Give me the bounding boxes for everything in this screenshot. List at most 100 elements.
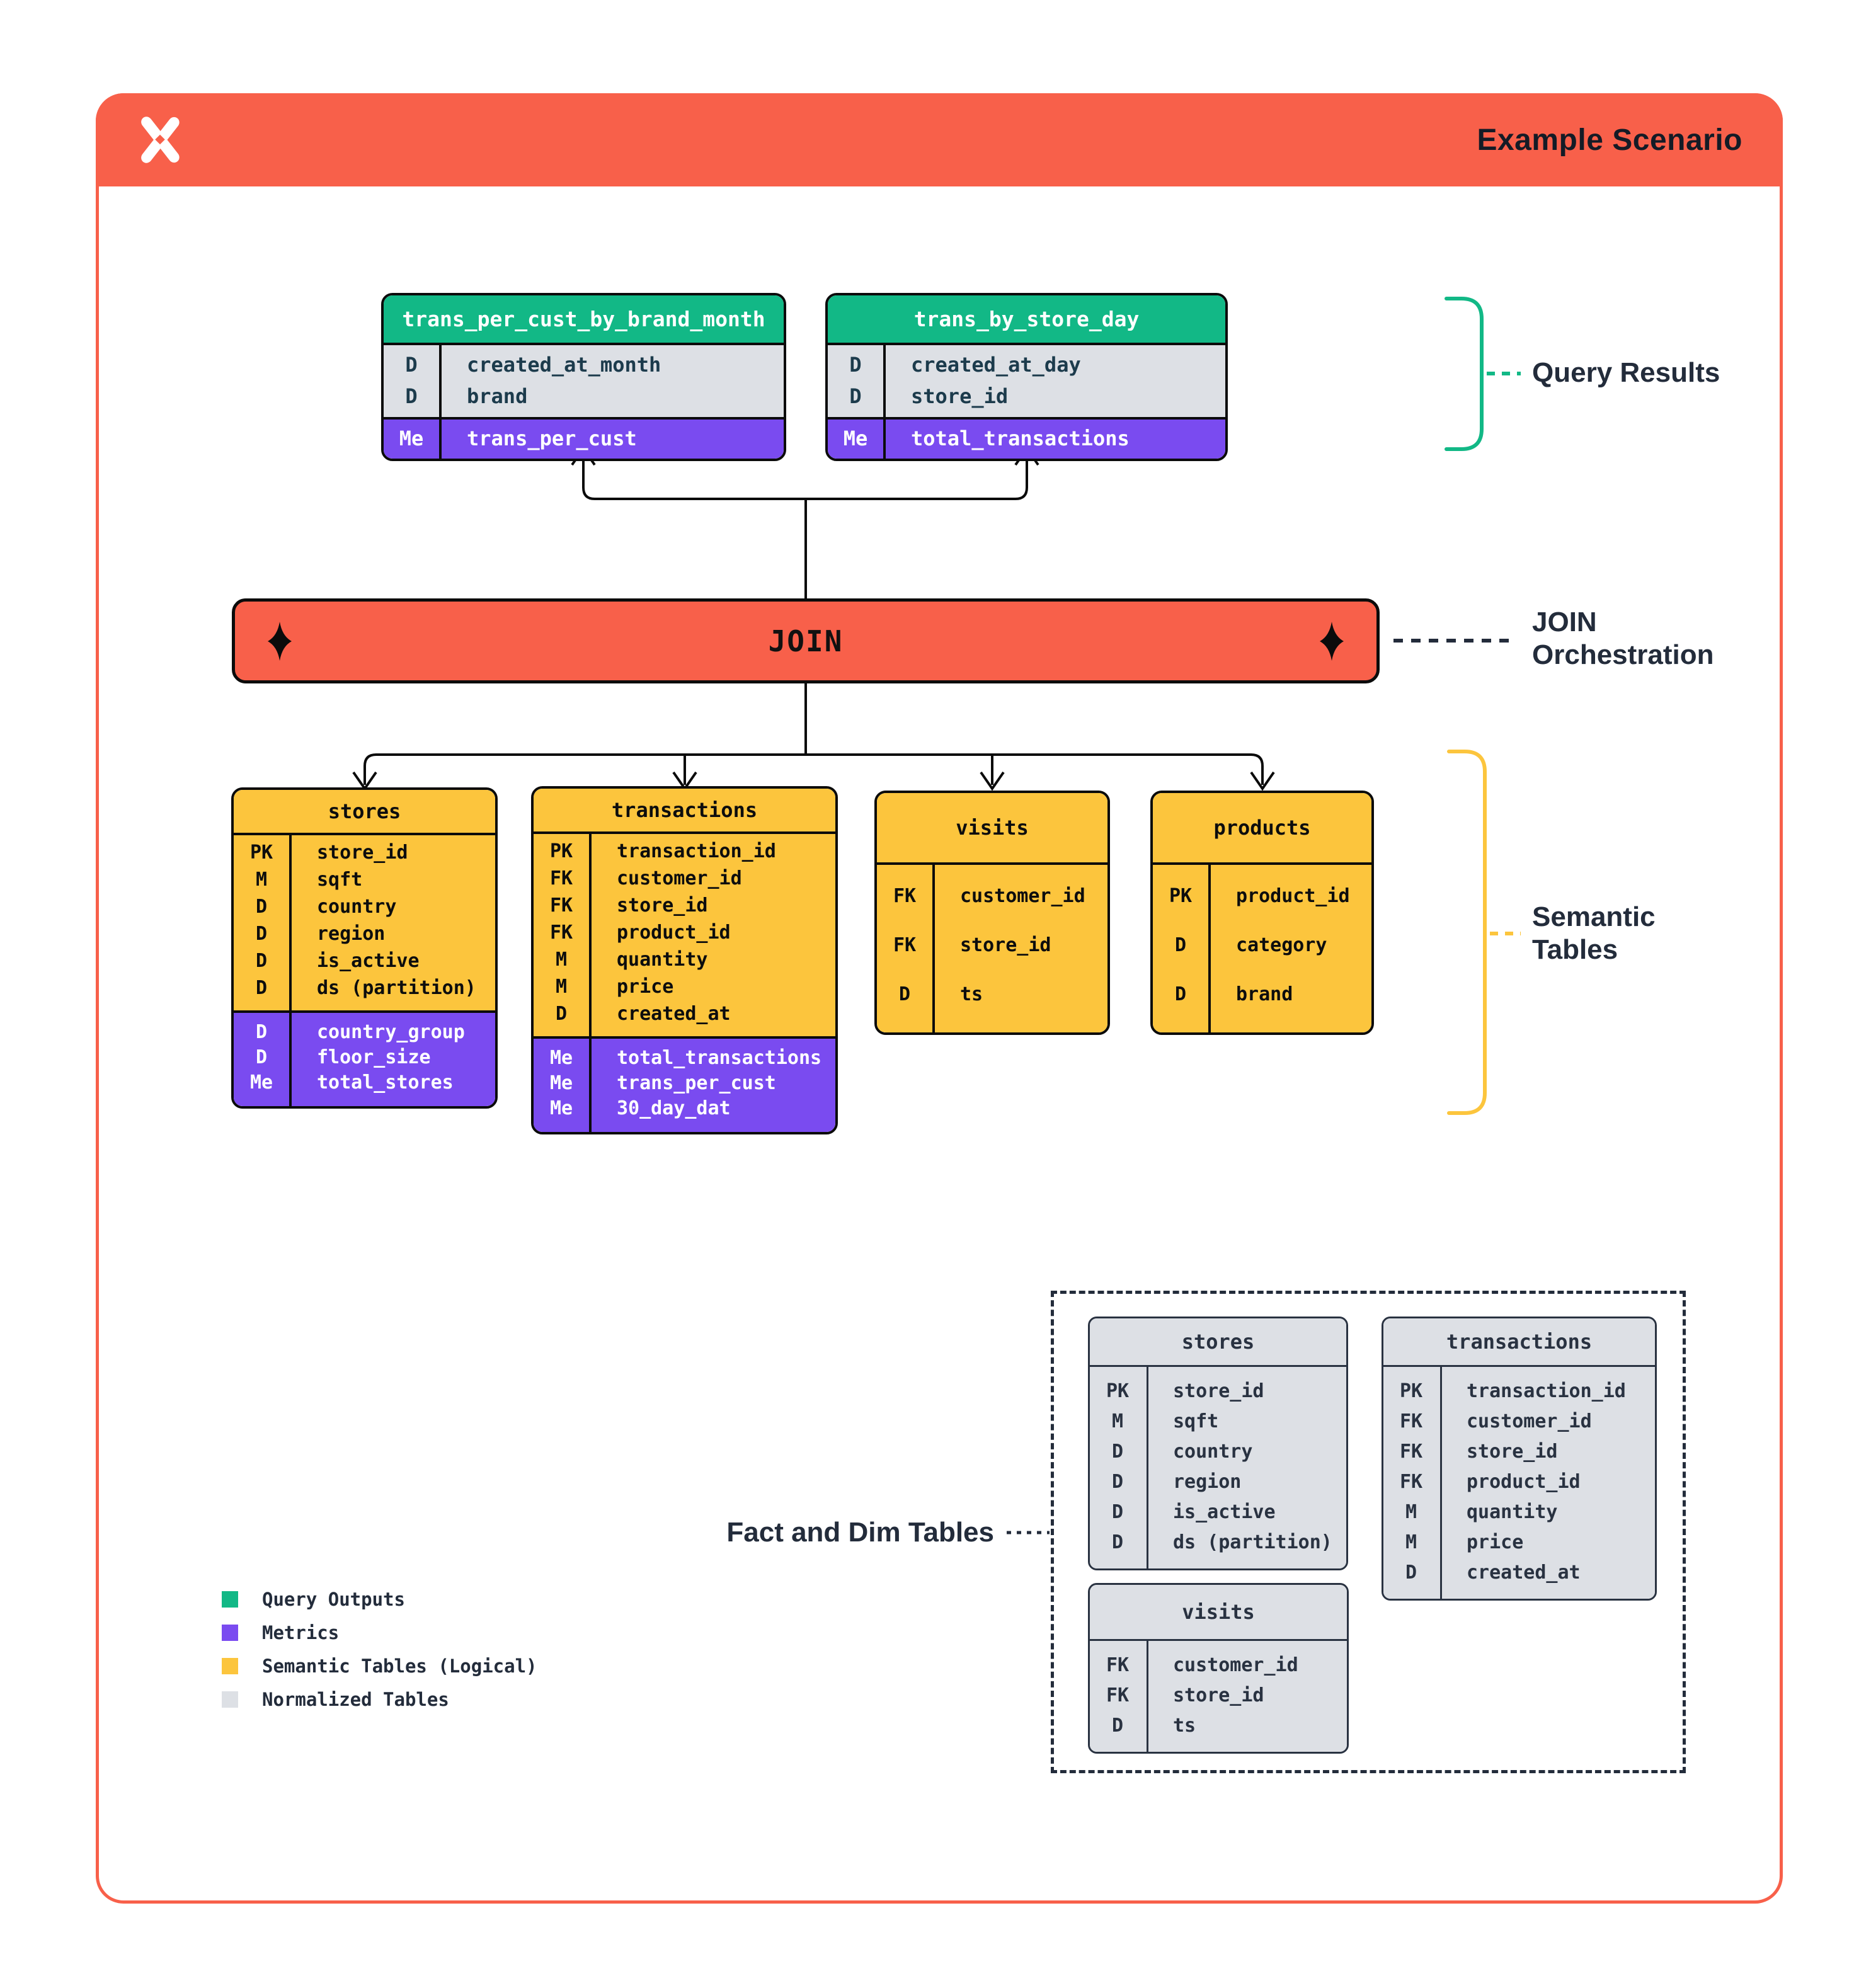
column-name: sqft xyxy=(317,869,363,891)
column-name: brand xyxy=(1236,983,1293,1005)
column-name: customer_id xyxy=(617,867,742,889)
column-type-key: D xyxy=(255,1046,268,1068)
diamond-icon xyxy=(1320,621,1344,661)
column-type-key: D xyxy=(255,977,268,999)
column-name: price xyxy=(1467,1531,1524,1553)
legend-swatch-icon xyxy=(222,1691,238,1708)
column-name: store_id xyxy=(1467,1440,1558,1463)
join-bar: JOIN xyxy=(232,598,1380,683)
join-orchestration-label: JOIN Orchestration xyxy=(1532,607,1714,670)
column-type-key: M xyxy=(1405,1500,1417,1523)
column-name: is_active xyxy=(317,950,420,972)
column-type-key: D xyxy=(1174,934,1187,956)
column-name: created_at_month xyxy=(467,353,661,377)
column-type-key: FK xyxy=(1106,1684,1130,1706)
fact-dim-label: Fact and Dim Tables xyxy=(726,1517,994,1548)
column-type-key: D xyxy=(1111,1531,1124,1553)
column-type-key: D xyxy=(255,923,268,945)
column-type-key: FK xyxy=(1399,1470,1423,1493)
column-name: quantity xyxy=(617,949,708,971)
legend-item: Metrics xyxy=(222,1616,537,1649)
column-name: ds (partition) xyxy=(317,977,476,999)
table-title: stores xyxy=(1090,1318,1346,1367)
column-name: product_id xyxy=(1467,1470,1581,1493)
column-name: product_id xyxy=(1236,884,1350,907)
column-type-key: D xyxy=(849,384,862,408)
card-header: Example Scenario xyxy=(96,93,1783,186)
column-name: customer_id xyxy=(1467,1410,1592,1432)
column-name: trans_per_cust xyxy=(467,426,637,450)
column-name: 30_day_dat xyxy=(617,1097,731,1119)
column-name: store_id xyxy=(617,894,708,917)
column-type-key: PK xyxy=(549,840,573,862)
table-title: transactions xyxy=(1383,1318,1655,1367)
table-title: products xyxy=(1153,793,1371,865)
column-type-key: Me xyxy=(549,1071,573,1094)
table-row: FK store_id xyxy=(1090,1680,1347,1710)
table-title: visits xyxy=(877,793,1107,865)
table-row: FK store_id xyxy=(1383,1436,1655,1466)
column-type-key: D xyxy=(255,896,268,918)
column-type-key: D xyxy=(849,353,862,377)
legend-item: Normalized Tables xyxy=(222,1682,537,1716)
column-name: product_id xyxy=(617,922,731,944)
column-name: quantity xyxy=(1467,1500,1558,1523)
column-type-key: D xyxy=(1111,1470,1124,1493)
column-type-key: FK xyxy=(1399,1440,1423,1463)
legend-label: Query Outputs xyxy=(262,1588,405,1610)
table-title: trans_by_store_day xyxy=(828,295,1225,345)
column-type-key: D xyxy=(255,950,268,972)
query-results-label: Query Results xyxy=(1532,357,1720,388)
column-type-key: D xyxy=(405,353,418,377)
column-name: store_id xyxy=(317,842,408,864)
column-name: category xyxy=(1236,934,1327,956)
column-name: total_transactions xyxy=(911,426,1130,450)
column-type-key: FK xyxy=(1106,1654,1130,1676)
column-name: ds (partition) xyxy=(1173,1531,1332,1553)
column-type-key: D xyxy=(555,1003,568,1025)
table-row: PK store_id xyxy=(234,839,495,866)
column-type-key: D xyxy=(1174,983,1187,1005)
column-type-key: PK xyxy=(1169,884,1193,907)
column-name: sqft xyxy=(1173,1410,1219,1432)
column-type-key: PK xyxy=(249,842,273,864)
column-name: ts xyxy=(1173,1714,1196,1737)
column-name: store_id xyxy=(1173,1684,1264,1706)
column-name: region xyxy=(1173,1470,1242,1493)
column-name: ts xyxy=(960,983,983,1005)
column-type-key: D xyxy=(405,384,418,408)
column-type-key: PK xyxy=(1399,1380,1423,1402)
legend-item: Query Outputs xyxy=(222,1582,537,1616)
